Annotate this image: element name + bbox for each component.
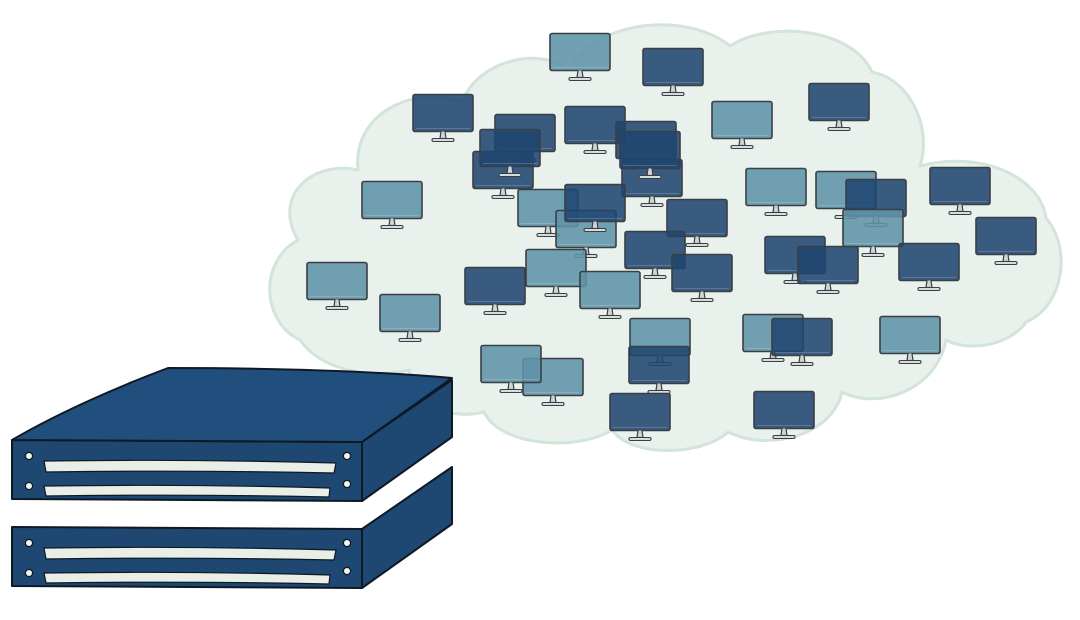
monitor-icon [564,183,626,233]
monitor-icon [479,128,541,178]
monitor-icon [549,32,611,82]
monitor-icon [808,82,870,132]
monitor-icon [306,261,368,311]
monitor-icon [879,315,941,365]
monitor-group [306,32,1037,442]
monitor-icon [480,344,542,394]
monitor-icon [771,317,833,367]
server-unit-upper [11,367,453,502]
monitor-icon [842,208,904,258]
monitor-icon [619,130,681,180]
monitor-icon [628,345,690,395]
monitor-icon [564,105,626,155]
monitor-icon [898,242,960,292]
monitor-icon [525,248,587,298]
monitor-icon [975,216,1037,266]
monitor-icon [412,93,474,143]
monitor-icon [642,47,704,97]
monitor-icon [745,167,807,217]
monitor-icon [464,266,526,316]
monitor-icon [609,392,671,442]
monitor-icon [753,390,815,440]
monitor-icon [797,245,859,295]
monitor-icon [671,253,733,303]
monitor-icon [379,293,441,343]
monitor-icon [361,180,423,230]
server-stack [11,367,453,589]
server-unit-lower [11,466,453,589]
monitor-icon [929,166,991,216]
monitor-icon [579,270,641,320]
server-top-panel [11,367,453,443]
monitor-icon [711,100,773,150]
